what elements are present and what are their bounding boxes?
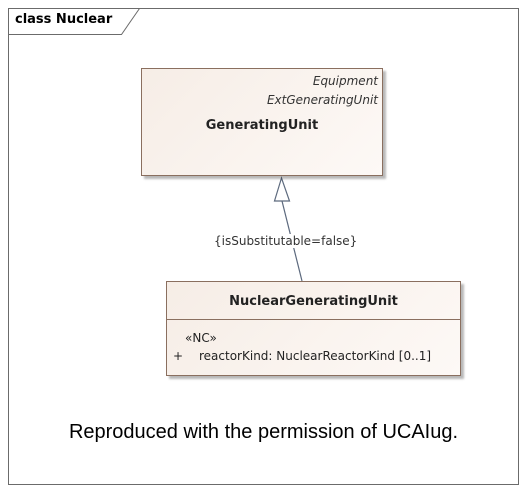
generalization-constraint: {isSubstitutable=false} <box>213 234 359 248</box>
diagram-frame <box>8 8 519 485</box>
frame-tab <box>8 8 140 35</box>
permission-note: Reproduced with the permission of UCAIug… <box>68 421 459 443</box>
class-generating-unit[interactable]: Equipment ExtGeneratingUnit GeneratingUn… <box>141 68 383 176</box>
frame-title: class Nuclear <box>15 12 113 27</box>
attribute-text: reactorKind: NuclearReactorKind [0..1] <box>199 349 432 363</box>
generalization-arrowhead <box>273 176 291 202</box>
class-nuclear-generating-unit[interactable]: NuclearGeneratingUnit «NC» + reactorKind:… <box>166 281 461 376</box>
class-name: GeneratingUnit <box>205 118 319 133</box>
attribute-reactor-kind[interactable]: + reactorKind: NuclearReactorKind [0..1] <box>173 349 431 363</box>
attribute-visibility: + <box>173 349 184 363</box>
class-header: NuclearGeneratingUnit <box>167 282 460 320</box>
class-name: NuclearGeneratingUnit <box>229 294 398 309</box>
stereotype-ext-generating-unit: ExtGeneratingUnit <box>266 93 378 107</box>
stereotype-equipment: Equipment <box>312 74 378 88</box>
attribute-compartment: «NC» + reactorKind: NuclearReactorKind [0… <box>167 320 460 376</box>
attribute-stereotype: «NC» <box>185 331 217 345</box>
